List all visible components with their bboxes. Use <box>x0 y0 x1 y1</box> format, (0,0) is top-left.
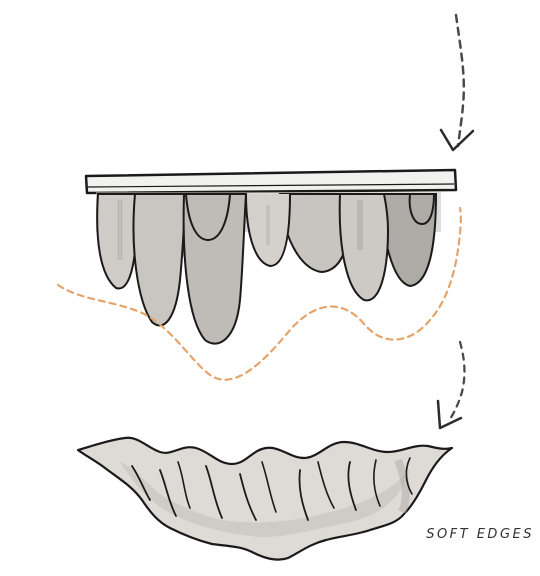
top-arrow-icon <box>441 15 473 150</box>
curtain-rod <box>86 170 456 193</box>
soft-edges-caption: SOFT EDGES <box>426 527 534 542</box>
soft-edge-valance <box>78 438 452 560</box>
lower-arrow-icon <box>438 342 464 428</box>
scalloped-valance <box>96 192 441 344</box>
